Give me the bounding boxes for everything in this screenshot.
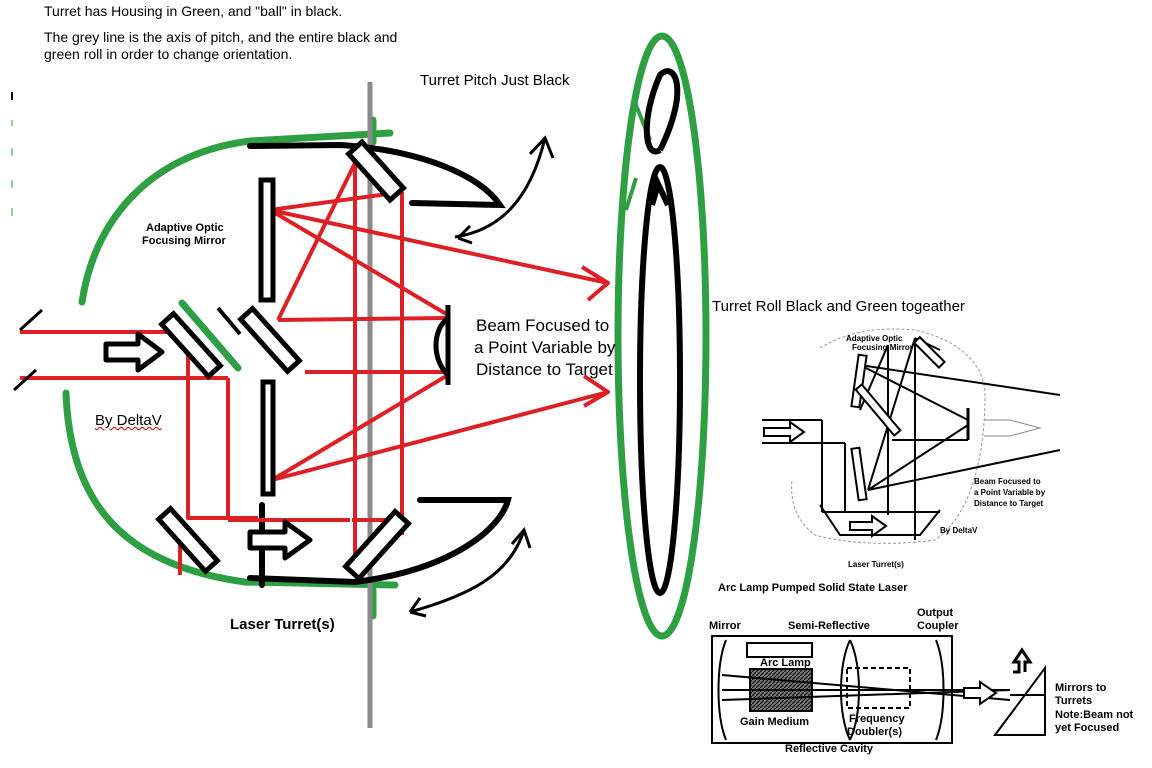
label-coupler: Coupler	[917, 620, 959, 632]
thumb-beam-3: Distance to Target	[974, 499, 1044, 508]
label-turret-pitch: Turret Pitch Just Black	[420, 72, 570, 89]
label-mirror: Mirror	[709, 620, 741, 632]
input-stubs	[12, 308, 44, 392]
label-note-beam: Note:Beam not	[1055, 709, 1134, 721]
note-housing: Turret has Housing in Green, and "ball" …	[44, 3, 343, 19]
label-note-focused: yet Focused	[1055, 722, 1120, 734]
label-turret-roll: Turret Roll Black and Green togeather	[712, 298, 965, 315]
label-laser-turret: Laser Turret(s)	[230, 616, 335, 633]
label-by-deltav: By DeltaV	[95, 412, 162, 429]
laser-schematic	[711, 635, 1046, 744]
turret-housing	[62, 116, 399, 620]
label-turrets: Turrets	[1055, 695, 1093, 707]
thumb-adaptive-1: Adaptive Optic	[846, 334, 903, 343]
thumb-adaptive-2: Focusing Mirror	[852, 343, 913, 352]
schematic-title: Arc Lamp Pumped Solid State Laser	[718, 582, 908, 594]
thumb-beam-1: Beam Focused to	[974, 477, 1041, 486]
label-beam-3: Distance to Target	[476, 360, 613, 379]
label-doubler: Doubler(s)	[847, 726, 902, 738]
label-mirrors-to: Mirrors to	[1055, 682, 1107, 694]
roll-ellipse-black	[637, 68, 683, 596]
hollow-arrow	[103, 331, 313, 561]
label-focusing-mirror: Focusing Mirror	[142, 235, 226, 247]
label-frequency: Frequency	[849, 713, 905, 725]
roll-ellipse-green	[614, 32, 710, 640]
label-arc-lamp: Arc Lamp	[760, 657, 811, 669]
label-semi-reflective: Semi-Reflective	[788, 620, 870, 632]
label-beam-2: a Point Variable by	[474, 338, 616, 357]
label-adaptive-optic: Adaptive Optic	[146, 222, 224, 234]
thumb-by-deltav: By DeltaV	[940, 526, 978, 535]
pitch-arrow	[408, 135, 555, 618]
turret-extras	[216, 306, 242, 336]
note-roll: green roll in order to change orientatio…	[44, 46, 293, 62]
label-beam-1: Beam Focused to	[476, 316, 610, 335]
label-output: Output	[917, 607, 954, 619]
thumb-laser-turret: Laser Turret(s)	[848, 560, 904, 569]
label-gain-medium: Gain Medium	[740, 716, 810, 728]
label-reflective-cavity: Reflective Cavity	[785, 743, 874, 755]
beam-path	[20, 162, 610, 575]
note-pitch-axis: The grey line is the axis of pitch, and …	[44, 29, 398, 45]
thumbnail-diagram	[762, 328, 1061, 544]
thumb-beam-2: a Point Variable by	[974, 488, 1046, 497]
turret-mirrors	[155, 138, 451, 583]
